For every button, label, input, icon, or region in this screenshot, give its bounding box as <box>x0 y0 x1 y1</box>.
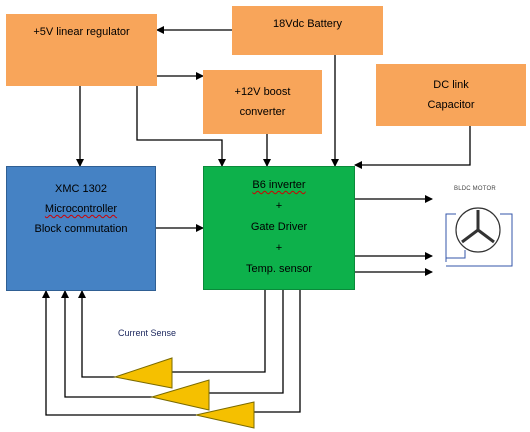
current-sense-amplifier-1 <box>113 357 173 389</box>
boost-converter-block: +12V boost converter <box>203 70 322 134</box>
battery-block: 18Vdc Battery <box>232 6 383 55</box>
inverter-label-line-4: + <box>275 242 283 254</box>
inverter-label-line-5: Temp. sensor <box>245 263 313 275</box>
wire-sense-2-in <box>209 290 284 394</box>
regulator-label: +5V linear regulator <box>33 26 130 38</box>
inverter-label-line-2: + <box>275 200 283 212</box>
wire-sense-3-out <box>42 290 196 416</box>
boost-label-line-2: converter <box>239 106 286 118</box>
mcu-label-line-3: Block commutation <box>34 223 128 235</box>
current-sense-amplifier-2 <box>150 379 210 411</box>
current-sense-label: Current Sense <box>118 328 177 338</box>
inverter-block: B6 inverter + Gate Driver + Temp. sensor <box>203 166 355 290</box>
mcu-label-line-2: Microcontroller <box>44 203 118 215</box>
linear-regulator-block: +5V linear regulator <box>6 14 157 86</box>
current-sense-amplifier-3 <box>195 401 255 429</box>
dclink-label-line-2: Capacitor <box>427 99 475 111</box>
wire-sense-3-in <box>254 290 301 413</box>
wire-sense-2-out <box>61 290 152 398</box>
wire-sense-1-out <box>78 290 115 378</box>
wire-dclink-to-inverter <box>354 126 471 169</box>
dc-link-capacitor-block: DC link Capacitor <box>376 64 526 126</box>
boost-label-line-1: +12V boost <box>234 86 291 98</box>
battery-label: 18Vdc Battery <box>272 18 343 30</box>
mcu-label-line-1: XMC 1302 <box>55 183 107 195</box>
dclink-label-line-1: DC link <box>433 79 469 91</box>
wire-sense-1-in <box>172 290 266 373</box>
wire-regulator-to-inverter <box>136 86 226 167</box>
inverter-label-line-1: B6 inverter <box>252 179 306 191</box>
microcontroller-block: XMC 1302 Microcontroller Block commutati… <box>6 166 156 291</box>
motor-label: BLDC MOTOR <box>454 186 496 192</box>
bldc-motor-symbol <box>445 207 513 267</box>
inverter-label-line-3: Gate Driver <box>250 221 308 233</box>
